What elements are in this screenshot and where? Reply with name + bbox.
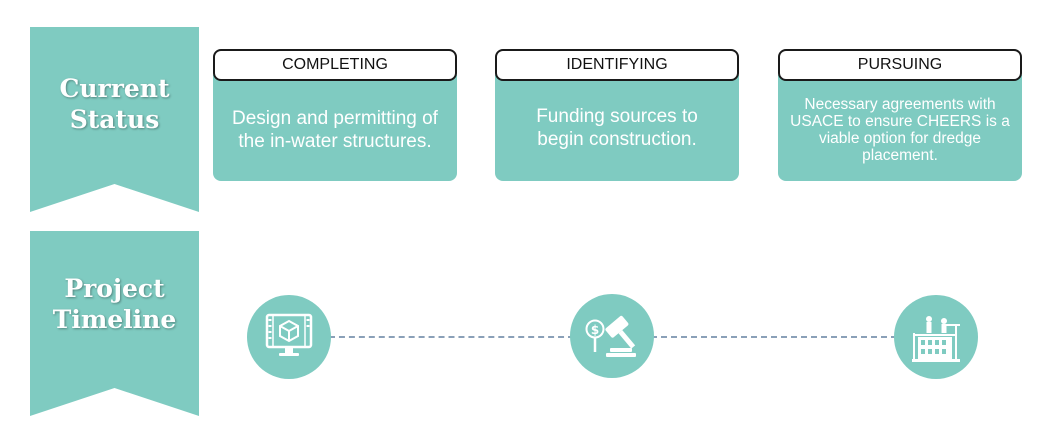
timeline-milestone-funding: $ <box>570 294 654 378</box>
banner-ribbon-shape <box>30 27 199 212</box>
card-header: PURSUING <box>778 49 1022 81</box>
current-status-banner: Current Status <box>30 27 199 212</box>
current-status-line2: Status <box>69 105 160 134</box>
funding-auction-gavel-icon: $ <box>585 315 636 357</box>
construction-building-icon <box>912 316 960 362</box>
timeline-connector <box>329 336 574 338</box>
card-header: COMPLETING <box>213 49 457 81</box>
timeline-milestone-construction <box>894 295 978 379</box>
current-status-title: Current Status <box>30 73 199 135</box>
card-header: IDENTIFYING <box>495 49 739 81</box>
project-timeline-line1: Project <box>64 274 165 303</box>
project-timeline-banner: Project Timeline <box>30 231 199 416</box>
card-body-text: Design and permitting of the in-water st… <box>232 108 438 152</box>
project-timeline-title: Project Timeline <box>30 273 199 335</box>
cad-design-monitor-icon <box>265 313 313 356</box>
card-body-text: Necessary agreements with USACE to ensur… <box>790 96 1010 164</box>
card-body: Necessary agreements with USACE to ensur… <box>778 75 1022 181</box>
project-timeline-line2: Timeline <box>52 305 177 334</box>
card-body-text: Funding sources to begin construction. <box>536 106 698 150</box>
svg-text:$: $ <box>591 323 599 337</box>
banner-ribbon-shape <box>30 231 199 416</box>
timeline-milestone-design <box>247 295 331 379</box>
current-status-line1: Current <box>59 74 170 103</box>
timeline-connector <box>651 336 897 338</box>
card-body: Funding sources to begin construction. <box>495 75 739 181</box>
card-body: Design and permitting of the in-water st… <box>213 75 457 181</box>
